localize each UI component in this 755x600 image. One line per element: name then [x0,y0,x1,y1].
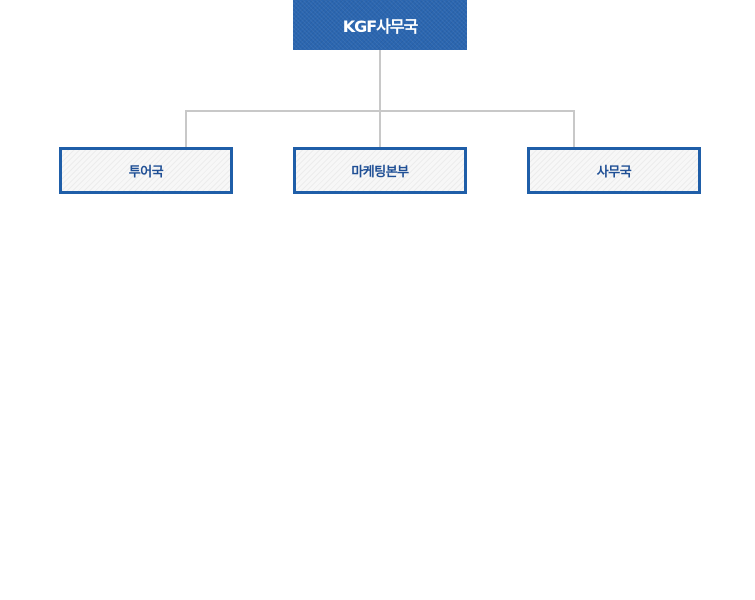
org-node-marketing: 마케팅본부 [293,147,467,194]
child-connector-center [379,110,381,147]
child-connector-right [573,110,575,147]
org-root-label: KGF사무국 [342,17,419,36]
org-root-node: KGF사무국 [293,0,467,50]
org-node-office-label: 사무국 [596,165,632,180]
org-node-tour-label: 투어국 [128,165,164,180]
org-node-marketing-label: 마케팅본부 [351,165,409,180]
org-node-office: 사무국 [527,147,701,194]
root-vertical-connector [379,50,381,111]
child-connector-left [185,110,187,147]
org-node-tour: 투어국 [59,147,233,194]
